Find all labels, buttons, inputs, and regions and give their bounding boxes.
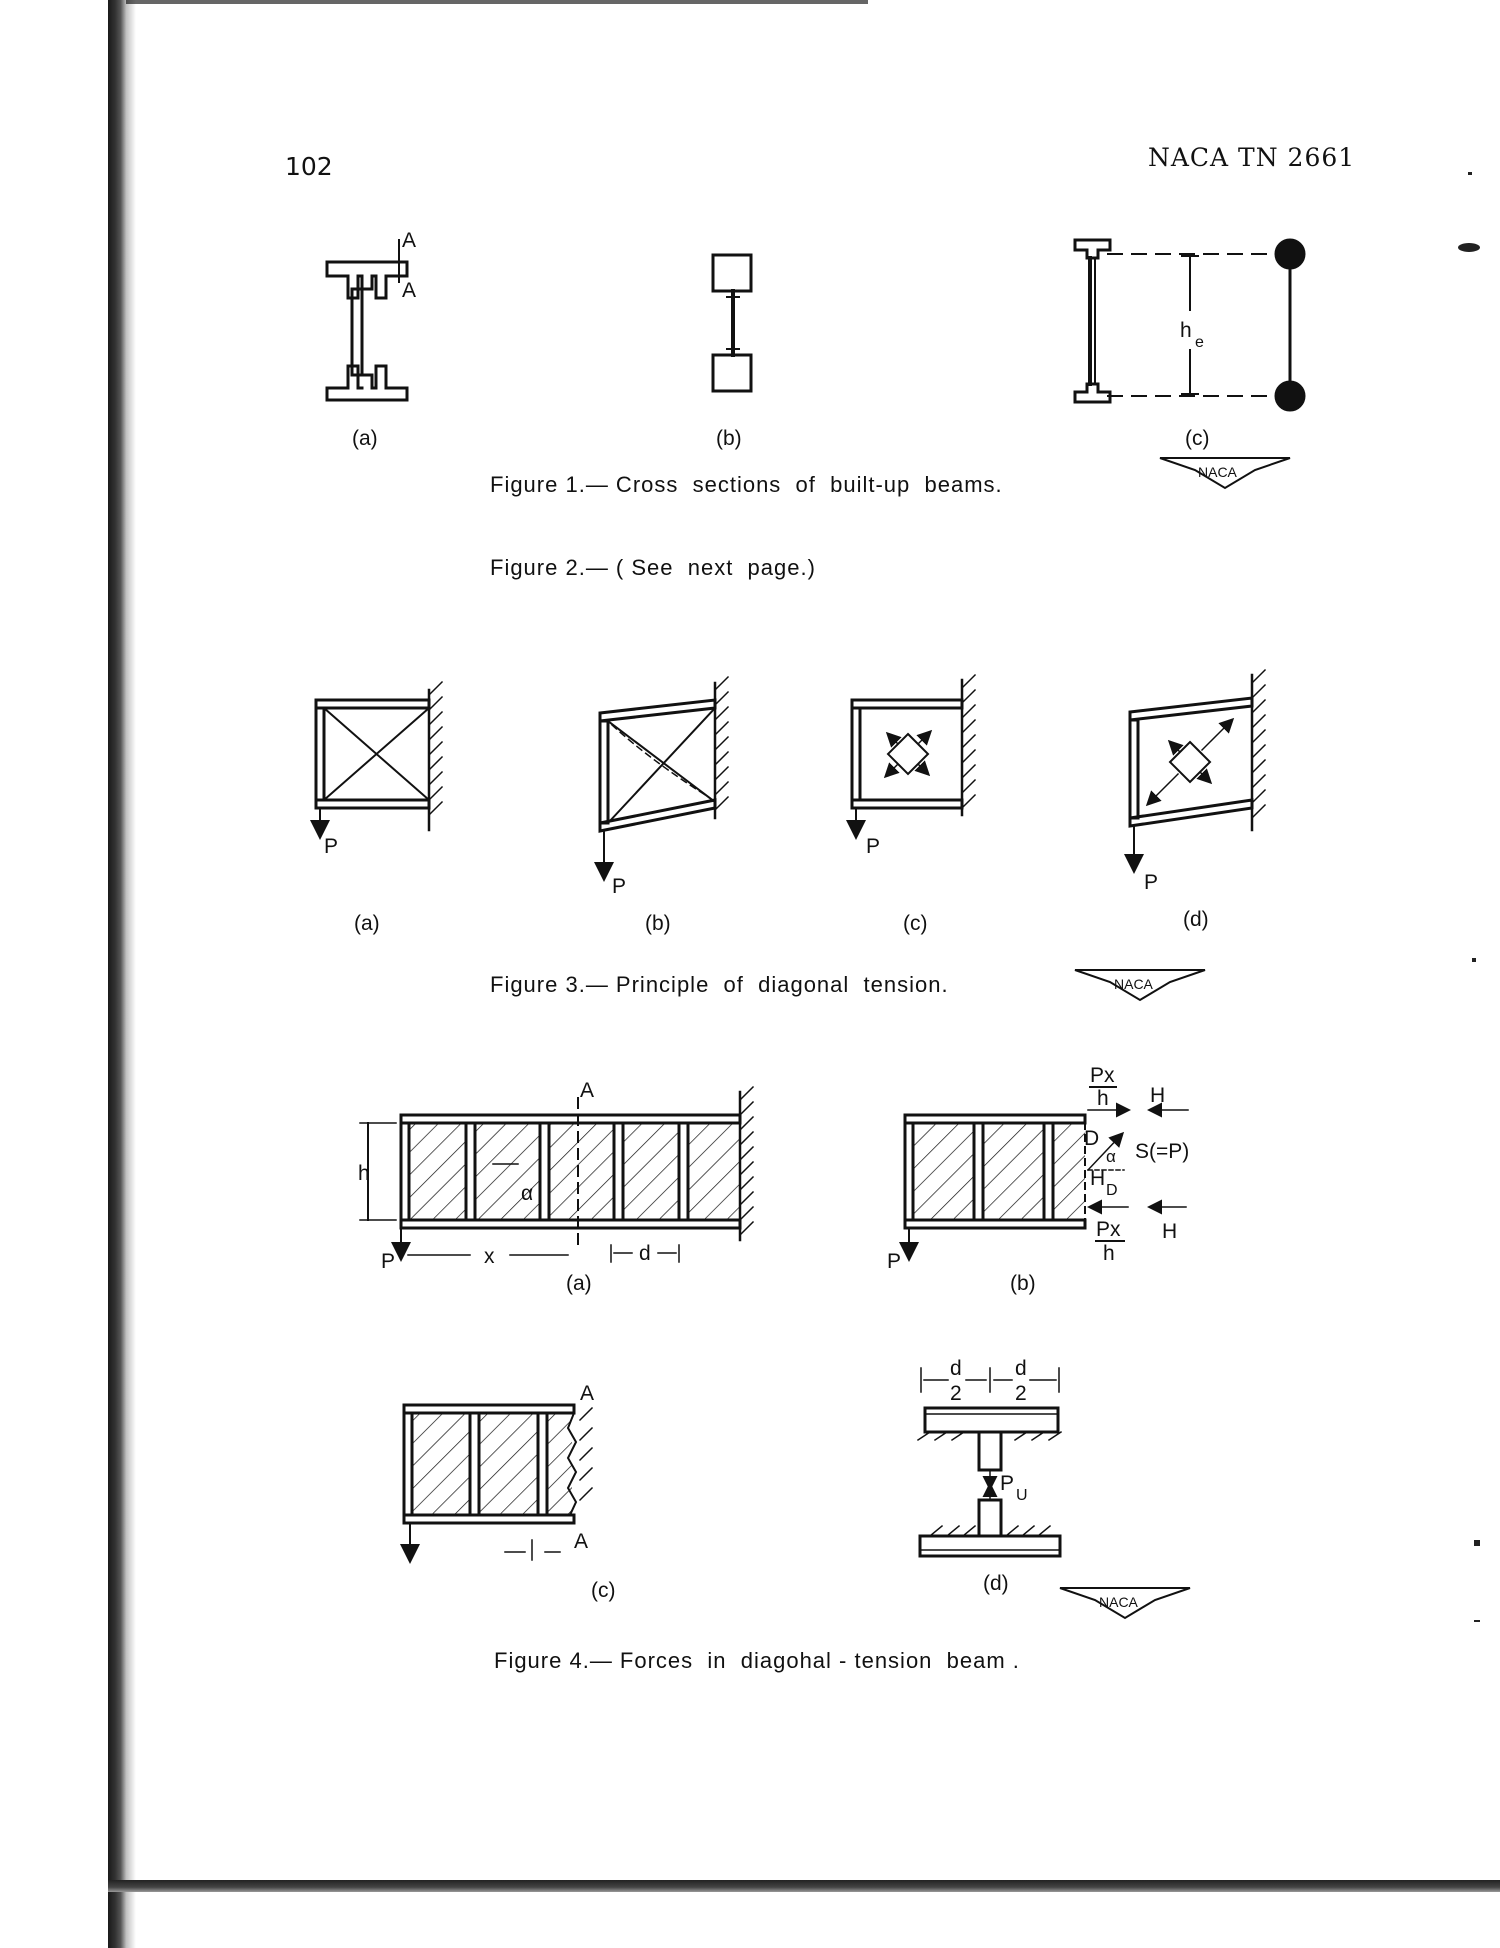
fig4b-HD: H xyxy=(1090,1167,1105,1190)
page-number: 102 xyxy=(285,152,333,181)
fig4b-H-top: H xyxy=(1150,1084,1165,1107)
fig4b-h-bottom: h xyxy=(1103,1242,1115,1265)
edge-mark xyxy=(1472,958,1476,962)
binding-shadow xyxy=(126,0,136,1948)
fig3a-load: P xyxy=(324,835,338,858)
figure1-caption: Figure 1.— Cross sections of built-up be… xyxy=(490,472,1003,497)
fig1-section-a: A A (a) xyxy=(325,229,416,450)
edge-mark xyxy=(1468,172,1472,175)
fig4a-d: d xyxy=(639,1242,651,1265)
fig1-label-c: (c) xyxy=(1185,427,1210,450)
series-identifier: NACA TN 2661 xyxy=(1148,143,1356,172)
fig4b-HD-sub: D xyxy=(1106,1182,1118,1199)
he-label: h xyxy=(1180,319,1192,342)
fig4a-load: P xyxy=(381,1250,395,1273)
edge-mark xyxy=(1458,243,1480,252)
fig4a-section: A xyxy=(580,1079,594,1102)
section-a-label-bottom: A xyxy=(402,279,416,302)
fig3-panel-b: P (b) xyxy=(594,675,730,935)
fig4d-2-right: 2 xyxy=(1015,1382,1027,1405)
fig3b-load: P xyxy=(612,875,626,898)
svg-text:NACA: NACA xyxy=(1114,976,1154,992)
fig3-label-d: (d) xyxy=(1183,908,1209,931)
binding-spine xyxy=(108,0,126,1948)
fig1-section-c: h e (c) xyxy=(1073,238,1306,450)
fig4b-load: P xyxy=(887,1250,901,1273)
fig4-label-c: (c) xyxy=(591,1579,616,1602)
fig4d-Pu: P xyxy=(1000,1472,1014,1495)
svg-text:NACA: NACA xyxy=(1099,1594,1139,1610)
he-subscript: e xyxy=(1195,334,1204,351)
figure2-caption: Figure 2.— ( See next page.) xyxy=(490,555,816,580)
page-bottom-edge xyxy=(108,1880,1500,1892)
fig4c-section-bottom: A xyxy=(574,1530,588,1553)
fig4-panel-a: A h α P x d (a) xyxy=(358,1079,755,1295)
fig4-panel-d: d 2 d 2 P U (d) xyxy=(916,1357,1063,1595)
edge-mark xyxy=(1474,1620,1480,1622)
fig3-label-a: (a) xyxy=(354,912,380,935)
fig4-panel-b: Px h H D α S(=P) H D Px h H P (b) xyxy=(887,1064,1189,1295)
fig4b-H-bottom: H xyxy=(1162,1220,1177,1243)
fig3d-load: P xyxy=(1144,871,1158,894)
fig4b-h-top: h xyxy=(1097,1087,1109,1110)
fig3-label-c: (c) xyxy=(903,912,928,935)
fig4b-alpha: α xyxy=(1106,1147,1116,1166)
naca-logo-1: NACA xyxy=(1159,457,1291,490)
fig4b-px-top: Px xyxy=(1090,1064,1115,1087)
fig3-panel-c: P (c) xyxy=(846,673,977,935)
naca-logo-2: NACA xyxy=(1074,969,1206,1002)
fig4-label-b: (b) xyxy=(1010,1272,1036,1295)
fig4a-height: h xyxy=(358,1162,370,1185)
naca-logo-3: NACA xyxy=(1059,1587,1191,1620)
fig1-label-a: (a) xyxy=(352,427,378,450)
section-a-label-top: A xyxy=(402,229,416,252)
fig4a-alpha: α xyxy=(521,1182,533,1205)
fig4d-d-right: d xyxy=(1015,1357,1027,1380)
fig4c-section-top: A xyxy=(580,1382,594,1405)
fig4d-Pu-sub: U xyxy=(1016,1487,1028,1504)
fig4d-2-left: 2 xyxy=(950,1382,962,1405)
fig3-panel-d: P (d) xyxy=(1124,668,1267,931)
fig4-label-a: (a) xyxy=(566,1272,592,1295)
page-top-edge xyxy=(108,0,868,4)
fig4a-x: x xyxy=(484,1245,495,1268)
fig3c-load: P xyxy=(866,835,880,858)
fig3-panel-a: P (a) xyxy=(310,680,444,935)
edge-mark xyxy=(1474,1540,1480,1546)
svg-text:NACA: NACA xyxy=(1198,464,1238,480)
figure4-caption: Figure 4.— Forces in diagohal - tension … xyxy=(494,1648,1020,1673)
fig1-section-b: (b) xyxy=(711,253,753,450)
fig4-label-d: (d) xyxy=(983,1572,1009,1595)
fig4d-d-left: d xyxy=(950,1357,962,1380)
fig4b-px-bottom: Px xyxy=(1096,1218,1121,1241)
fig4b-D: D xyxy=(1084,1127,1099,1150)
fig3-label-b: (b) xyxy=(645,912,671,935)
fig4b-S: S(=P) xyxy=(1135,1140,1189,1163)
fig1-label-b: (b) xyxy=(716,427,742,450)
fig4-panel-c: A A (c) xyxy=(400,1382,616,1602)
figure3-caption: Figure 3.— Principle of diagonal tension… xyxy=(490,972,949,997)
